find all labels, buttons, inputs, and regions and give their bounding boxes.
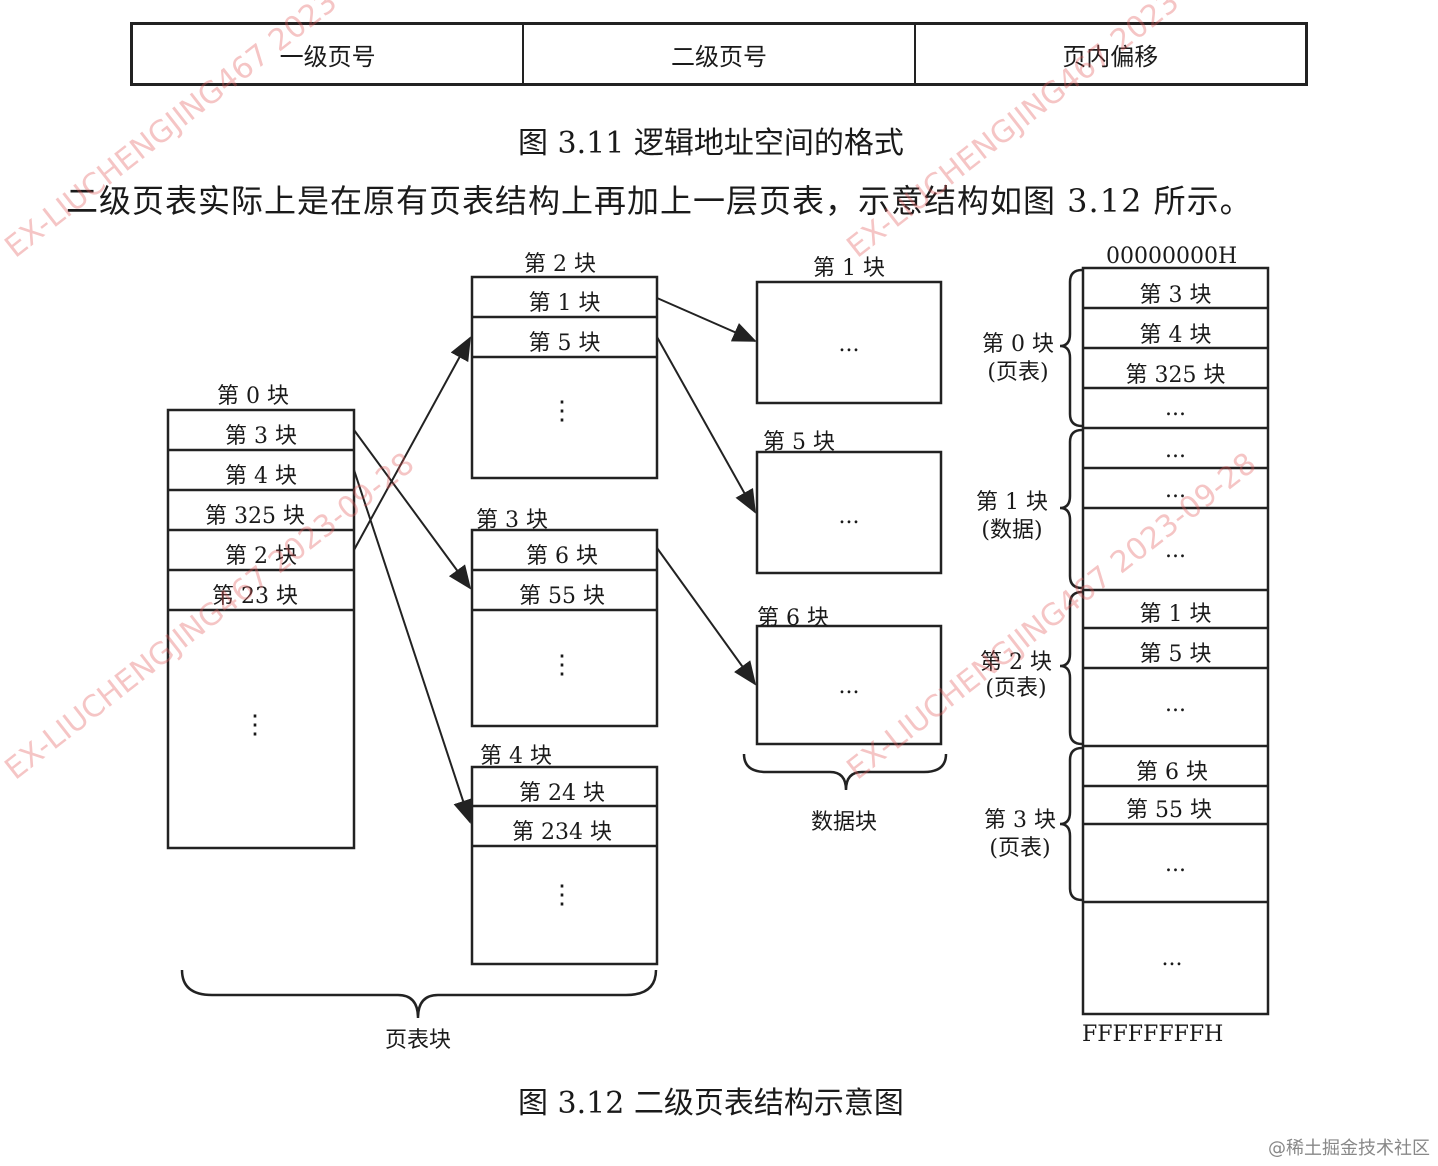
- outer-table-title: 第 0 块: [217, 384, 289, 409]
- page-table-row: 第 234 块: [512, 820, 612, 845]
- level1-page-number-cell: 一级页号: [133, 25, 525, 83]
- memory-cell: ...: [1161, 946, 1183, 971]
- mapping-arrows: [353, 297, 757, 824]
- memory-cell: 第 4 块: [1139, 323, 1212, 348]
- page-table-title: 第 2 块: [524, 252, 596, 277]
- data-block-content: ...: [838, 674, 860, 699]
- memory-cell: 第 325 块: [1125, 363, 1226, 388]
- data-blocks-label: 数据块: [810, 810, 877, 835]
- page-table-row: 第 5 块: [528, 331, 601, 356]
- memory-cell: 第 5 块: [1139, 642, 1212, 667]
- memory-group-label: 第 1 块: [976, 490, 1048, 515]
- outer-table-row: 第 2 块: [225, 544, 297, 569]
- outer-page-table: [166, 408, 356, 850]
- data-blocks: [755, 280, 943, 746]
- page-table-row: 第 6 块: [526, 544, 598, 569]
- page-table-ellipsis: ⋮: [549, 880, 575, 910]
- end-address: FFFFFFFFH: [1082, 1022, 1224, 1047]
- data-block-title: 第 5 块: [763, 430, 835, 455]
- memory-cell: ...: [1165, 396, 1186, 421]
- memory-group-type: (页表): [985, 676, 1047, 701]
- body-paragraph: 二级页表实际上是在原有页表结构上再加上一层页表，示意结构如图 3.12 所示。: [66, 182, 1253, 220]
- memory-map: [1081, 266, 1270, 1016]
- figure-3-12-caption: 图 3.12 二级页表结构示意图: [518, 1086, 904, 1121]
- memory-cell: 第 6 块: [1136, 760, 1208, 785]
- memory-map-braces: [1059, 268, 1083, 902]
- memory-group-type: (数据): [981, 518, 1043, 543]
- memory-cell: 第 3 块: [1139, 283, 1212, 308]
- memory-cell: ...: [1165, 852, 1186, 877]
- memory-group-label: 第 0 块: [982, 332, 1054, 357]
- page-table-ellipsis: ⋮: [549, 396, 575, 426]
- page-tables-label: 页表块: [384, 1028, 451, 1053]
- memory-group-type: (页表): [989, 836, 1051, 861]
- data-block-title: 第 6 块: [757, 606, 829, 631]
- memory-cell: ...: [1165, 478, 1186, 503]
- data-block-brace: [742, 753, 948, 791]
- outer-table-row: 第 4 块: [225, 464, 297, 489]
- page-table-block-3: [470, 528, 659, 728]
- page-table-title: 第 4 块: [480, 744, 552, 769]
- data-block-title: 第 1 块: [813, 256, 885, 281]
- site-credit: @稀土掘金技术社区: [1268, 1138, 1430, 1159]
- page-table-row: 第 55 块: [519, 584, 605, 609]
- page-table-ellipsis: ⋮: [549, 650, 575, 680]
- page-table-title: 第 3 块: [476, 508, 548, 533]
- memory-cell: ...: [1165, 538, 1186, 563]
- start-address: 00000000H: [1106, 244, 1238, 269]
- data-block-content: ...: [838, 332, 860, 357]
- page-table-block-2: [470, 275, 659, 480]
- memory-cell: 第 55 块: [1126, 798, 1212, 823]
- memory-cell: 第 1 块: [1139, 602, 1212, 627]
- outer-table-ellipsis: ⋮: [242, 710, 268, 740]
- memory-group-label: 第 2 块: [980, 650, 1052, 675]
- outer-table-row: 第 3 块: [225, 424, 297, 449]
- level2-page-number-cell: 二级页号: [524, 25, 916, 83]
- figure-3-11-caption: 图 3.11 逻辑地址空间的格式: [518, 126, 904, 161]
- page-table-block-4: [470, 765, 659, 966]
- outer-table-row: 第 325 块: [205, 504, 305, 529]
- page-table-row: 第 1 块: [528, 291, 601, 316]
- data-block-content: ...: [838, 504, 860, 529]
- page-table-brace: [180, 969, 658, 1019]
- page-offset-cell: 页内偏移: [1062, 42, 1159, 71]
- memory-group-type: (页表): [987, 360, 1049, 385]
- outer-table-row: 第 23 块: [212, 584, 298, 609]
- memory-cell: ...: [1165, 692, 1186, 717]
- page-table-row: 第 24 块: [519, 781, 605, 806]
- memory-group-label: 第 3 块: [984, 808, 1056, 833]
- address-format-table: 一级页号 二级页号 页内偏移: [130, 22, 1308, 86]
- memory-cell: ...: [1165, 438, 1186, 463]
